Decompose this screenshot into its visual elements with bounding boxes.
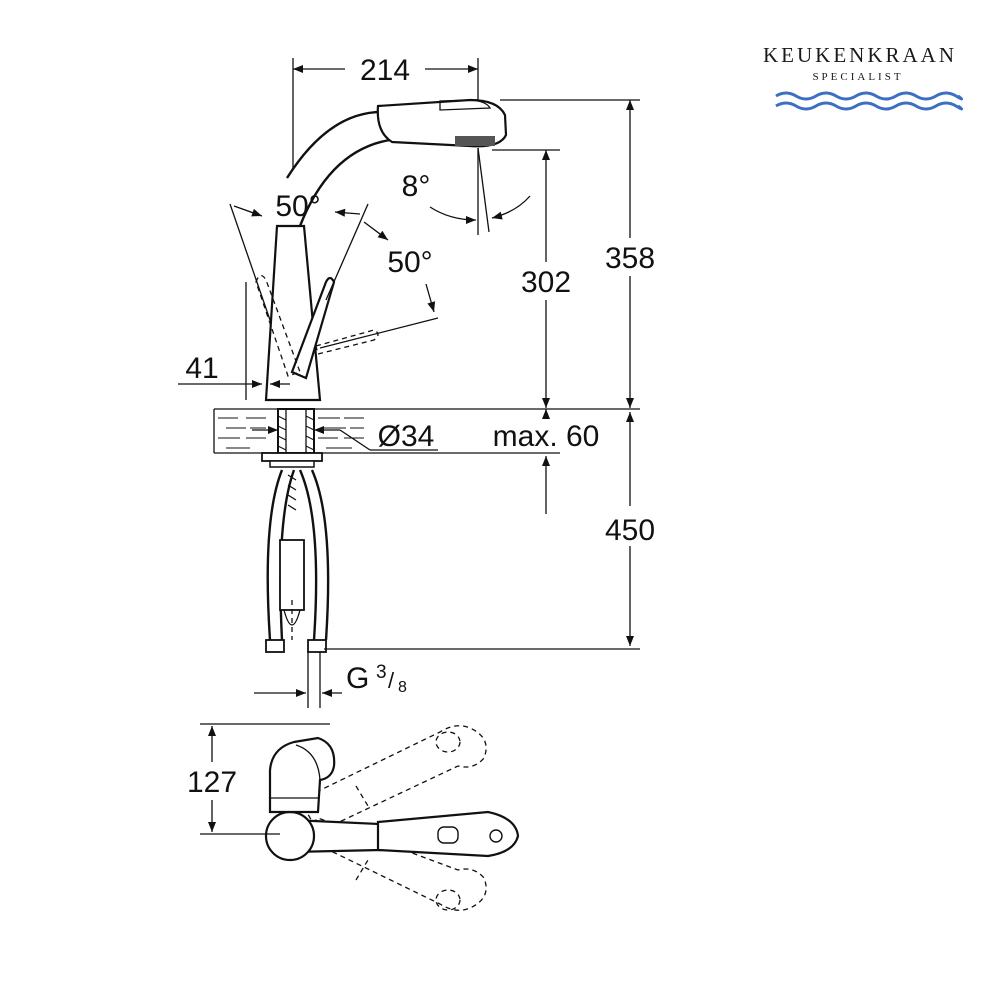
dimension-label-thread-num: 3 (376, 662, 387, 683)
dimension-label-angle-left: 50° (275, 190, 320, 223)
spout-outer-curve (285, 110, 386, 179)
brand-logo: KEUKENKRAAN SPECIALIST (763, 43, 963, 111)
spray-nozzle-icon (489, 829, 503, 843)
dimension-label-spray-angle: 8° (402, 170, 431, 203)
logo-title: KEUKENKRAAN (763, 43, 957, 67)
dimension-label-spout-height: 302 (521, 266, 571, 299)
logo-wave-icon (775, 101, 963, 111)
dimension-label-hole-diameter: Ø34 (378, 420, 435, 453)
dimension-heights: 302 358 (492, 99, 655, 408)
logo-subtitle: SPECIALIST (812, 71, 903, 83)
dimension-label-deck-thickness: max. 60 (493, 420, 600, 453)
dimension-label-hose-length: 450 (605, 514, 655, 547)
dimension-label-total-height: 358 (605, 242, 655, 275)
faucet-plan-view: 127 (187, 723, 520, 911)
spray-head (376, 98, 508, 148)
dimension-label-thread: G (346, 662, 369, 695)
spout-inner-curve (298, 138, 391, 227)
dimension-label-depth: 127 (187, 766, 237, 799)
dimension-label-angle-right: 50° (387, 246, 432, 279)
dimension-label-width: 214 (360, 54, 410, 87)
dimension-width-214: 214 (292, 54, 479, 170)
spray-head-nozzle (455, 136, 495, 146)
lever-plan (268, 736, 336, 814)
dimension-thread: G 3 / 8 (254, 662, 407, 697)
supply-hoses (261, 452, 330, 708)
faucet-side-view: 8° 50° 50° 41 (178, 98, 531, 402)
faucet-base-plan (264, 810, 316, 862)
dimension-hose-length: 450 (324, 412, 655, 650)
dimension-label-lever-offset: 41 (185, 352, 218, 385)
svg-text:/: / (388, 668, 395, 693)
logo-wave-icon (775, 91, 963, 101)
spray-button-icon (437, 826, 459, 844)
dimension-label-thread-den: 8 (398, 679, 407, 696)
